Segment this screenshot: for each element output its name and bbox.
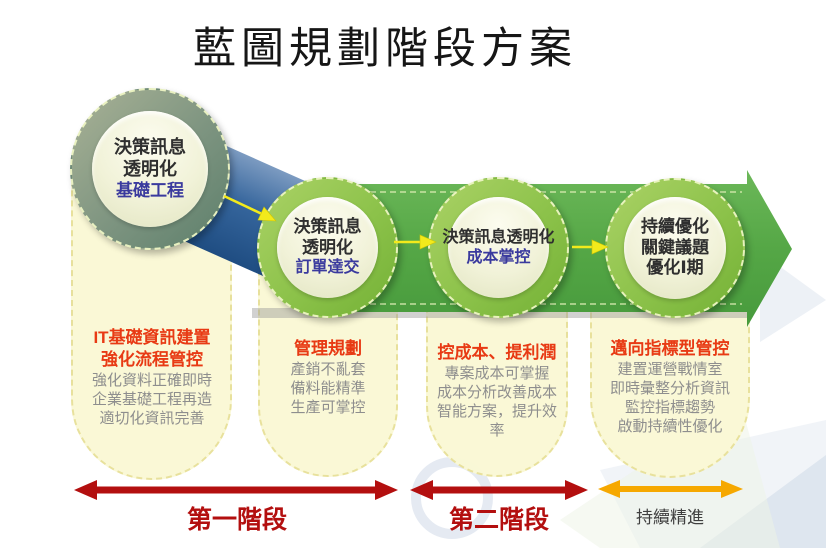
circle1-sublabel: 基礎工程 (116, 180, 184, 200)
stage-circle-2: 決策訊息 透明化 訂單達交 (257, 177, 398, 318)
connector-arrow-1 (223, 194, 277, 222)
stage3-text: 控成本、提利潤 專案成本可掌握 成本分析改善成本 智能方案，提升效 率 (420, 342, 574, 441)
stage1-body-line3: 適切化資訊完善 (99, 409, 205, 427)
circle3-line1: 決策訊息透明化 (442, 228, 555, 246)
stage-circle-1: 決策訊息 透明化 基礎工程 (70, 88, 230, 250)
phase2-arrow (410, 480, 588, 500)
circle2-sublabel: 訂單達交 (295, 259, 360, 277)
stage3-body-line2: 成本分析改善成本 (436, 383, 557, 401)
phase3-arrow (598, 480, 743, 498)
connector-arrow-3 (572, 239, 609, 255)
stage2-body-line2: 備料能精準 (290, 379, 366, 397)
circle4-line2: 關鍵議題 (641, 237, 709, 257)
stage1-heading-line2: 強化流程管控 (101, 349, 203, 369)
stage2-body-line3: 生產可掌控 (290, 399, 366, 417)
stage2-text: 管理規劃 產銷不亂套 備料能精準 生產可掌控 (258, 338, 398, 417)
circle3-sublabel: 成本掌控 (466, 248, 531, 266)
circle2-line1: 決策訊息 (293, 217, 362, 236)
circle4-line1: 持續優化 (641, 216, 709, 236)
stage2-heading-line1: 管理規劃 (294, 339, 362, 358)
stage4-body-line1: 建置運營戰情室 (617, 360, 723, 378)
circle4-line3: 優化Ⅰ期 (646, 258, 704, 278)
stage1-body-line1: 強化資料正確即時 (91, 371, 212, 389)
stage1-body-line2: 企業基礎工程再造 (91, 390, 212, 408)
stage3-body-line4: 率 (489, 422, 505, 440)
circle1-line1: 決策訊息 (114, 136, 186, 157)
page-title: 藍圖規劃階段方案 (193, 25, 577, 73)
stage2-body-line1: 產銷不亂套 (290, 360, 366, 378)
circle1-line2: 透明化 (123, 158, 177, 179)
connector-arrow-2 (394, 234, 437, 250)
stage4-heading-line1: 邁向指標型管控 (610, 339, 730, 358)
stage-circle-3: 決策訊息透明化 成本掌控 (428, 177, 569, 318)
stage4-text: 邁向指標型管控 建置運營戰情室 即時彙整分析資訊 監控指標趨勢 啟動持續性優化 (586, 338, 754, 437)
circle2-line2: 透明化 (302, 237, 353, 257)
stage4-body-line3: 監控指標趨勢 (624, 399, 715, 417)
stage1-heading-line1: IT基礎資訊建置 (93, 328, 211, 347)
phase3-label: 持續精進 (636, 508, 704, 527)
stage-circle-4: 持續優化 關鍵議題 優化Ⅰ期 (605, 178, 745, 318)
stage4-body-line2: 即時彙整分析資訊 (609, 379, 730, 397)
phase1-arrow (74, 480, 398, 500)
stage3-heading-line1: 控成本、提利潤 (437, 343, 557, 362)
phase1-label: 第一階段 (186, 506, 287, 534)
stage3-body-line1: 專案成本可掌握 (444, 364, 550, 382)
watermark-ring (411, 457, 493, 539)
stage3-body-line3: 智能方案，提升效 (436, 403, 557, 421)
stage4-body-line4: 啟動持續性優化 (617, 418, 723, 436)
phase2-label: 第二階段 (448, 506, 549, 534)
stage1-text: IT基礎資訊建置 強化流程管控 強化資料正確即時 企業基礎工程再造 適切化資訊完… (74, 327, 230, 428)
